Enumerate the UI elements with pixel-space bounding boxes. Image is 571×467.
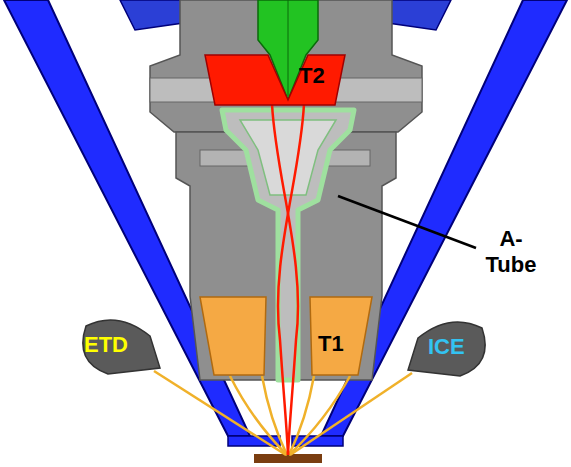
se-trajectory (230, 376, 287, 455)
leader-line (338, 196, 476, 248)
se-trajectory (154, 371, 286, 455)
t1-detector: T1 (200, 297, 372, 375)
part-label: A- Tube (478, 226, 544, 278)
se-trajectory (289, 376, 350, 455)
shape-outline (200, 297, 372, 375)
ice-detector: ICE (408, 320, 490, 376)
node-shape (200, 297, 372, 375)
sample (254, 454, 322, 463)
detector-label: T1 (318, 331, 344, 357)
shape-outline (83, 320, 160, 374)
t2-detector: T2 (205, 55, 345, 105)
lens-body (150, 0, 422, 380)
shape-outline (408, 322, 485, 376)
detector-label: T2 (299, 63, 325, 89)
column-axis (288, 0, 289, 96)
detector-label: ETD (84, 332, 128, 358)
shape-outline (205, 55, 345, 105)
se-trajectory (290, 373, 412, 455)
a-tube-inner (240, 120, 336, 195)
detector-label: ICE (428, 334, 465, 360)
bse-trajectory (278, 104, 304, 455)
trajectories (154, 104, 412, 455)
etd-detector: ETD (78, 318, 160, 374)
